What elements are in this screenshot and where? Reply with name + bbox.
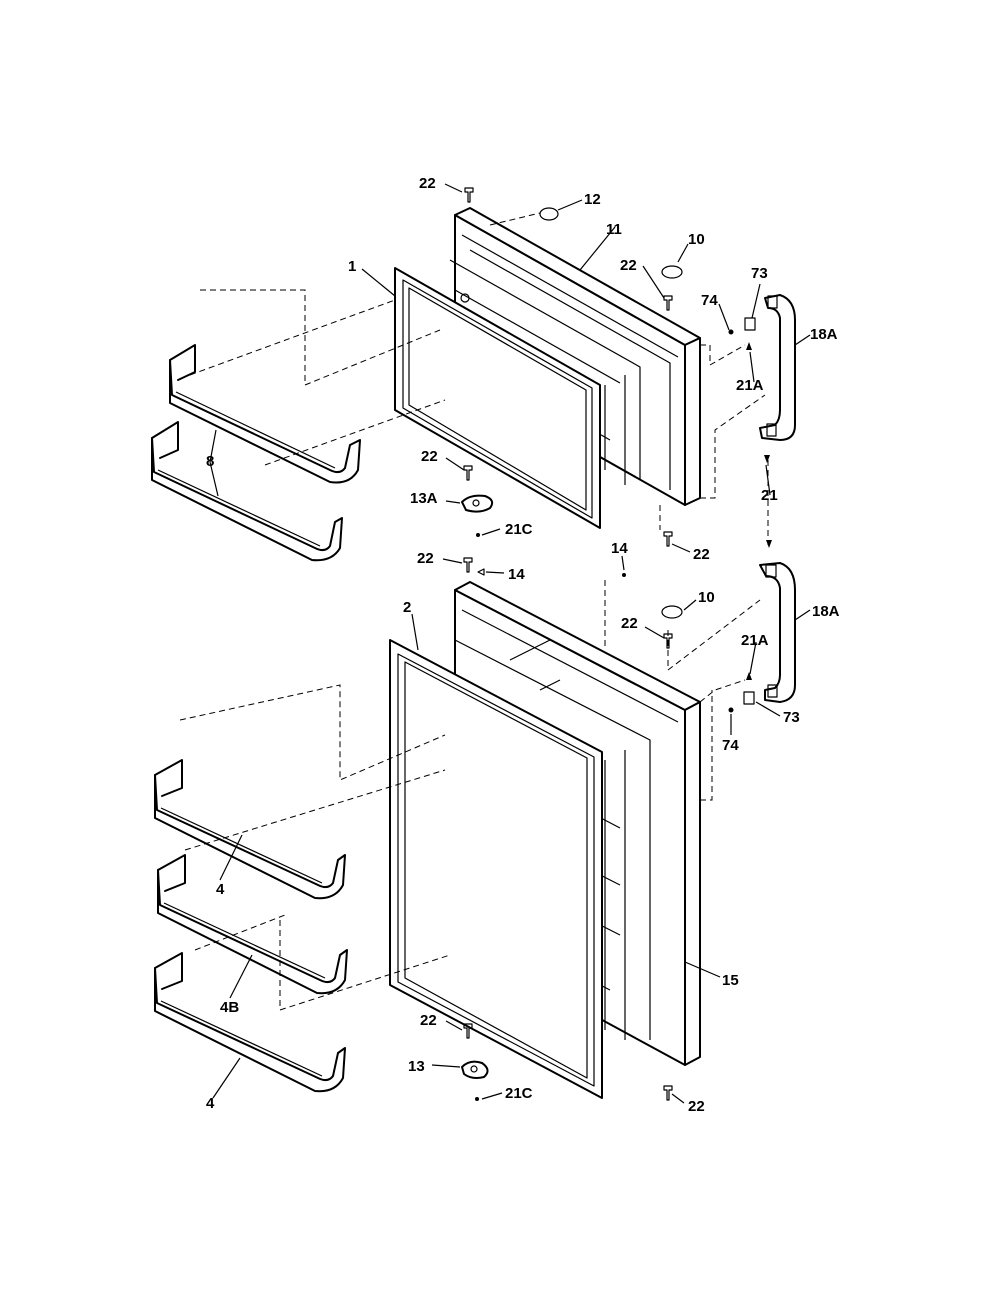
callout-22: 22: [620, 257, 637, 274]
callout-4: 4: [216, 881, 225, 898]
callout-74: 74: [701, 292, 718, 309]
callout-18A: 18A: [810, 326, 838, 343]
callout-1: 1: [348, 258, 356, 275]
fresh-food-gasket-2: [389, 639, 603, 1099]
callout-14: 14: [611, 540, 628, 557]
callout-12: 12: [584, 191, 601, 208]
shelf-4-bottom: [154, 952, 346, 1093]
callout-21A: 21A: [741, 632, 769, 649]
handle-18A-upper: [759, 294, 796, 441]
callout-18A: 18A: [812, 603, 840, 620]
callout-13: 13: [408, 1058, 425, 1075]
callout-8: 8: [206, 453, 214, 470]
shelf-8-lower: [151, 421, 343, 562]
callout-73: 73: [783, 709, 800, 726]
callout-22: 22: [693, 546, 710, 563]
callout-10: 10: [698, 589, 715, 606]
shelf-4-top: [154, 759, 346, 900]
callout-22: 22: [688, 1098, 705, 1115]
callout-15: 15: [722, 972, 739, 989]
shelf-4B: [157, 854, 348, 995]
callout-22: 22: [420, 1012, 437, 1029]
callout-13A: 13A: [410, 490, 438, 507]
dashed-lines: [179, 212, 769, 1011]
freezer-gasket-1: [394, 267, 601, 529]
callout-labels: 22 12 11 10 22 73 74 1 18A 21A 21 22 13A…: [206, 175, 840, 1115]
callout-22: 22: [417, 550, 434, 567]
callout-21C: 21C: [505, 1085, 533, 1102]
callout-10: 10: [688, 231, 705, 248]
callout-2: 2: [403, 599, 411, 616]
callout-74: 74: [722, 737, 739, 754]
callout-22: 22: [419, 175, 436, 192]
callout-4B: 4B: [220, 999, 239, 1016]
callout-21C: 21C: [505, 521, 533, 538]
callout-11: 11: [606, 221, 622, 238]
callout-21A: 21A: [736, 377, 764, 394]
callout-21: 21: [761, 487, 778, 504]
leader-lines: [209, 183, 811, 1104]
callout-22: 22: [621, 615, 638, 632]
callout-22: 22: [421, 448, 438, 465]
handle-18A-lower: [759, 562, 796, 703]
callout-73: 73: [751, 265, 768, 282]
shelf-8-upper: [169, 344, 361, 484]
hardware-parts: [461, 187, 772, 1101]
callout-14: 14: [508, 566, 525, 583]
callout-4: 4: [206, 1095, 215, 1112]
